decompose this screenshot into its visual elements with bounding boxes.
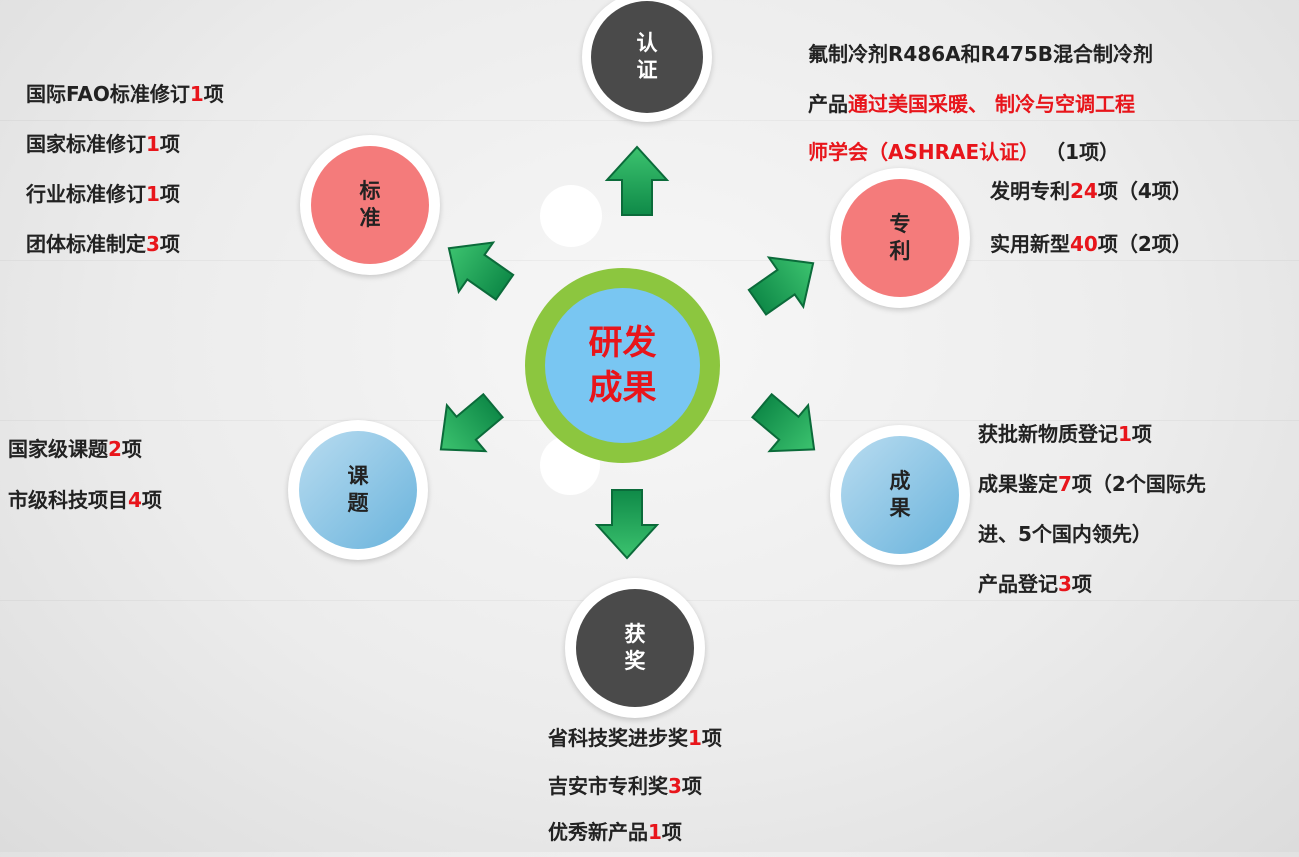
award-node-label: 获奖 [624,621,646,673]
result-item-count: 1 [1118,422,1132,446]
standard-item-unit: 项 [203,82,224,106]
decorative-circle [540,185,602,247]
cert-node: 认证 [591,1,703,113]
award-item: 吉安市专利奖3项 [548,762,702,811]
standard-item: 团体标准制定3项 [26,220,180,269]
cert-text-3a: 师学会（ASHRAE认证） [808,140,1040,164]
project-item: 国家级课题2项 [8,425,142,474]
patent-node: 专利 [841,179,959,297]
result-item: 获批新物质登记1项 [978,410,1152,459]
center-ring: 研发成果 [525,268,720,463]
cert-node-label: 认证 [636,30,658,82]
standard-item-text: 团体标准制定 [26,232,146,256]
center-label: 研发成果 [588,323,657,408]
result-item-text: 进、5个国内领先） [978,522,1152,546]
result-item: 进、5个国内领先） [978,510,1152,559]
award-item-count: 3 [668,774,682,798]
standard-item: 行业标准修订1项 [26,170,180,219]
arrow-up-left-icon [430,222,523,313]
result-item-unit: 项 [1131,422,1152,446]
cert-text-1: 氟制冷剂R486A和R475B混合制冷剂 [808,42,1154,66]
center-node: 研发成果 [545,288,700,443]
patent-item-text: 发明专利 [990,179,1070,203]
award-item-count: 1 [688,726,702,750]
project-item-count: 2 [108,437,122,461]
standard-node: 标准 [311,146,429,264]
standard-item-unit: 项 [159,132,180,156]
result-item: 成果鉴定7项（2个国际先 [978,460,1206,509]
patent-item-unit: 项（2项） [1097,232,1192,256]
result-item-unit: 项（2个国际先 [1071,472,1206,496]
result-item-unit: 项 [1071,572,1092,596]
patent-item-unit: 项（4项） [1097,179,1192,203]
standard-item-count: 1 [146,182,160,206]
award-item-text: 省科技奖进步奖 [548,726,688,750]
standard-item: 国际FAO标准修订1项 [26,70,224,119]
award-item-unit: 项 [661,820,682,844]
patent-item-count: 24 [1070,179,1098,203]
project-item-text: 国家级课题 [8,437,108,461]
standard-item-count: 1 [146,132,160,156]
standard-item-text: 国家标准修订 [26,132,146,156]
standard-item-text: 行业标准修订 [26,182,146,206]
award-item: 省科技奖进步奖1项 [548,714,722,763]
cert-text-line-2: 产品通过美国采暖、 制冷与空调工程 [808,80,1135,129]
project-item-unit: 项 [141,488,162,512]
result-item-count: 7 [1058,472,1072,496]
result-item-count: 3 [1058,572,1072,596]
result-node-label: 成果 [889,468,911,520]
cert-text-2b: 通过美国采暖、 制冷与空调工程 [848,92,1135,116]
project-node: 课题 [299,431,417,549]
award-item-unit: 项 [681,774,702,798]
award-item: 优秀新产品1项 [548,808,682,857]
award-item-text: 吉安市专利奖 [548,774,668,798]
cert-text-2a: 产品 [808,92,848,116]
standard-item-unit: 项 [159,182,180,206]
project-item-text: 市级科技项目 [8,488,128,512]
standard-item-count: 1 [189,82,204,106]
cert-text-3b: （1项） [1055,140,1120,164]
standard-item-unit: 项 [159,232,180,256]
arrow-up-right-icon [739,237,832,328]
arrow-down-right-icon [741,381,835,474]
project-item: 市级科技项目4项 [8,476,162,525]
award-item-count: 1 [648,820,662,844]
award-item-text: 优秀新产品 [548,820,648,844]
project-item-count: 4 [128,488,142,512]
patent-node-label: 专利 [889,211,911,263]
standard-node-label: 标准 [359,178,381,230]
cert-text-line-1: 氟制冷剂R486A和R475B混合制冷剂 [808,30,1153,79]
result-node: 成果 [841,436,959,554]
arrow-down-left-icon [420,381,514,474]
award-node: 获奖 [576,589,694,707]
project-item-unit: 项 [121,437,142,461]
award-item-unit: 项 [701,726,722,750]
standard-item: 国家标准修订1项 [26,120,180,169]
cert-text-line-3: 师学会（ASHRAE认证） （1项） [808,128,1119,177]
patent-item-text: 实用新型 [990,232,1070,256]
arrow-up-icon [606,146,668,216]
project-node-label: 课题 [347,463,369,515]
result-item-text: 产品登记 [978,572,1058,596]
standard-item-text: 国际FAO标准修订 [26,82,190,106]
patent-item: 实用新型40项（2项） [990,220,1192,269]
result-item: 产品登记3项 [978,560,1092,609]
arrow-down-icon [596,489,658,559]
result-item-text: 成果鉴定 [978,472,1058,496]
patent-item: 发明专利24项（4项） [990,167,1192,216]
patent-item-count: 40 [1070,232,1098,256]
result-item-text: 获批新物质登记 [978,422,1118,446]
standard-item-count: 3 [146,232,160,256]
